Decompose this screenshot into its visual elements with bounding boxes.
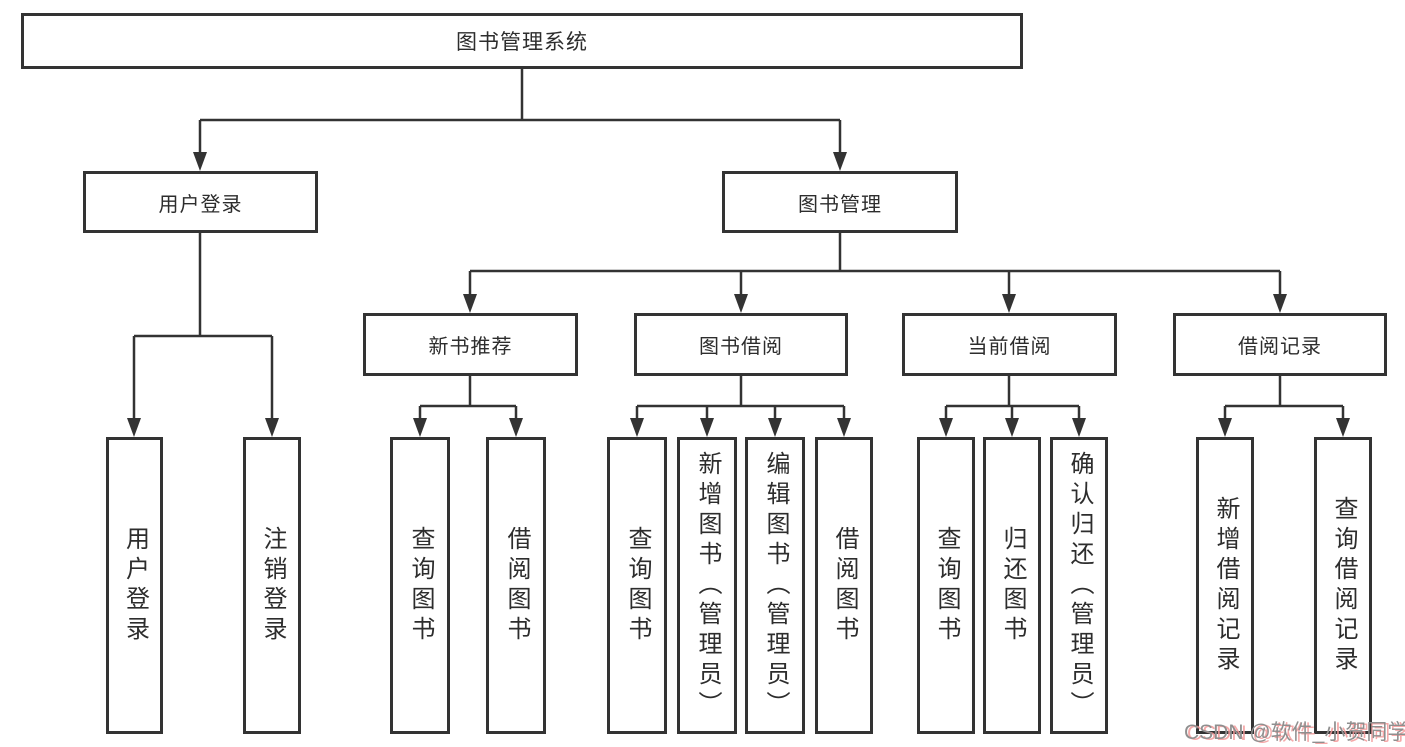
leaf-add-borrow-record-label: 新增借阅记录 xyxy=(1212,495,1239,676)
node-book-borrowing-label: 图书借阅 xyxy=(699,336,783,358)
node-book-management: 图书管理 xyxy=(722,171,958,233)
node-borrowing-records: 借阅记录 xyxy=(1173,313,1387,376)
leaf-return-books-label: 归还图书 xyxy=(999,525,1026,646)
node-user-login: 用户登录 xyxy=(83,171,318,233)
leaf-query-books-borrow: 查询图书 xyxy=(607,437,667,734)
leaf-borrow-books-label: 借阅图书 xyxy=(831,525,858,646)
leaf-borrow-books: 借阅图书 xyxy=(815,437,873,734)
node-root-system: 图书管理系统 xyxy=(21,13,1023,69)
leaf-edit-books-admin-label: 编辑图书（管理员） xyxy=(762,450,789,721)
node-current-borrowing-label: 当前借阅 xyxy=(967,336,1052,358)
leaf-logout-label: 注销登录 xyxy=(259,525,286,646)
leaf-user-login-label: 用户登录 xyxy=(121,525,149,646)
leaf-query-books-borrow-label: 查询图书 xyxy=(624,525,651,646)
leaf-query-books-recommend: 查询图书 xyxy=(390,437,450,734)
leaf-edit-books-admin: 编辑图书（管理员） xyxy=(745,437,805,734)
leaf-add-borrow-record: 新增借阅记录 xyxy=(1196,437,1254,734)
leaf-logout: 注销登录 xyxy=(243,437,301,734)
leaf-query-borrow-record-label: 查询借阅记录 xyxy=(1330,495,1357,676)
node-new-book-recommendation-label: 新书推荐 xyxy=(428,336,513,358)
watermark: CSDN @软件_小贺同学 xyxy=(1184,721,1405,744)
node-book-management-label: 图书管理 xyxy=(798,193,882,216)
leaf-query-borrow-record: 查询借阅记录 xyxy=(1314,437,1372,734)
leaf-confirm-return-admin: 确认归还（管理员） xyxy=(1050,437,1108,734)
node-user-login-label: 用户登录 xyxy=(158,193,243,216)
leaf-add-books-admin: 新增图书（管理员） xyxy=(677,437,737,734)
node-root-label: 图书管理系统 xyxy=(456,31,588,54)
leaf-borrow-books-recommend-label: 借阅图书 xyxy=(503,525,530,646)
leaf-query-books-current-label: 查询图书 xyxy=(933,525,960,646)
leaf-return-books: 归还图书 xyxy=(983,437,1041,734)
node-new-book-recommendation: 新书推荐 xyxy=(363,313,578,376)
leaf-user-login: 用户登录 xyxy=(106,437,163,734)
leaf-add-books-admin-label: 新增图书（管理员） xyxy=(694,450,721,721)
leaf-query-books-recommend-label: 查询图书 xyxy=(407,525,434,646)
node-book-borrowing: 图书借阅 xyxy=(634,313,848,376)
node-borrowing-records-label: 借阅记录 xyxy=(1238,336,1322,358)
node-current-borrowing: 当前借阅 xyxy=(902,313,1117,376)
leaf-query-books-current: 查询图书 xyxy=(917,437,975,734)
leaf-confirm-return-admin-label: 确认归还（管理员） xyxy=(1066,450,1093,721)
leaf-borrow-books-recommend: 借阅图书 xyxy=(486,437,546,734)
